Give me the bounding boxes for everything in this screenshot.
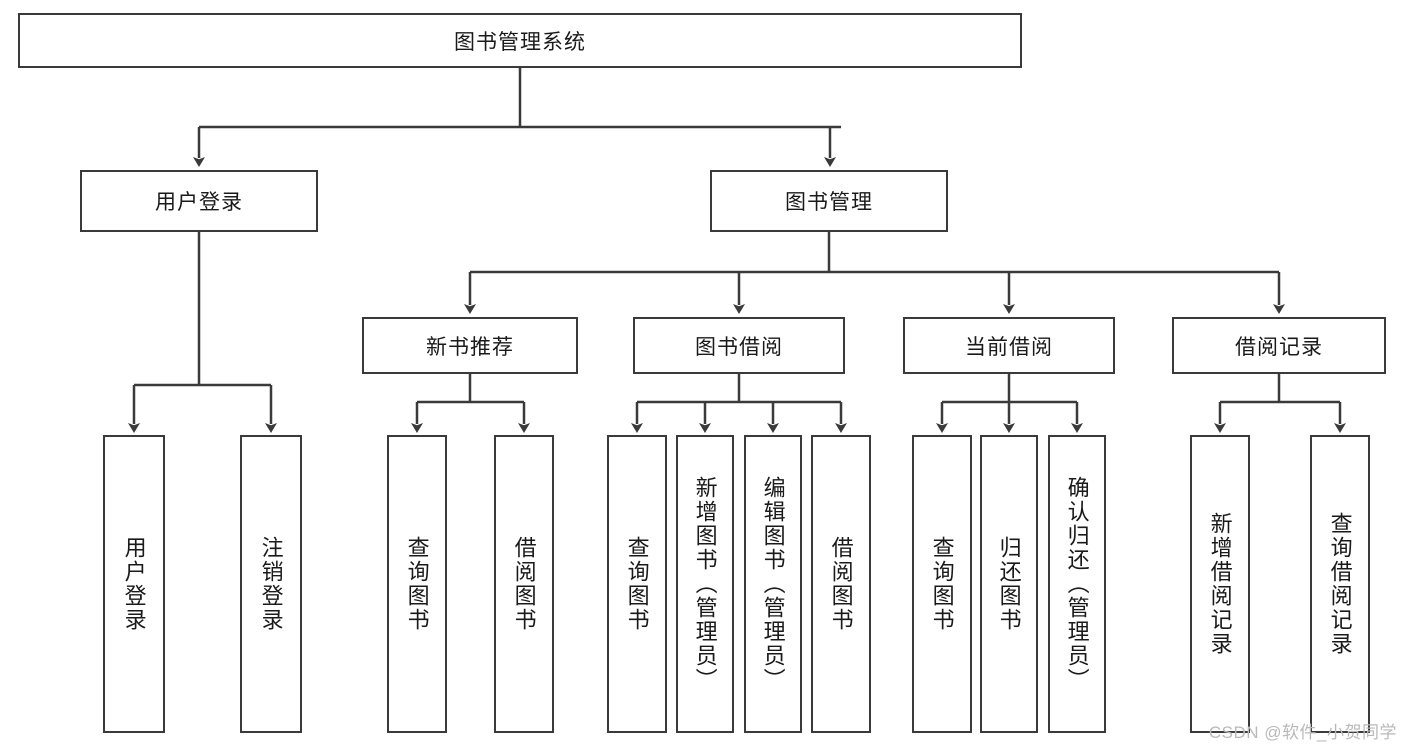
node-leaf-logout-label: 注销登录 xyxy=(258,536,284,632)
node-leaf-add-record-label: 新增借阅记录 xyxy=(1207,512,1233,656)
node-leaf-user-login-label: 用户登录 xyxy=(121,536,147,632)
node-new-book-rec[interactable]: 新书推荐 xyxy=(362,317,578,374)
node-current-borrow-label: 当前借阅 xyxy=(965,335,1053,359)
node-book-manage-label: 图书管理 xyxy=(785,191,873,214)
node-leaf-borrow-book-2[interactable]: 借阅图书 xyxy=(811,435,871,733)
node-user-login[interactable]: 用户登录 xyxy=(80,170,318,232)
node-leaf-add-record[interactable]: 新增借阅记录 xyxy=(1190,435,1250,733)
node-leaf-query-book-2-label: 查询图书 xyxy=(624,536,650,632)
node-leaf-confirm-return-label: 确认归还（管理员） xyxy=(1064,476,1090,692)
node-leaf-query-record[interactable]: 查询借阅记录 xyxy=(1310,435,1370,733)
watermark-text: CSDN @软件_小贺同学 xyxy=(1208,723,1397,742)
node-leaf-add-book-label: 新增图书（管理员） xyxy=(692,476,718,692)
node-leaf-query-record-label: 查询借阅记录 xyxy=(1327,512,1353,656)
node-leaf-query-book-1-label: 查询图书 xyxy=(404,536,430,632)
node-leaf-borrow-book-2-label: 借阅图书 xyxy=(828,536,854,632)
node-book-manage[interactable]: 图书管理 xyxy=(710,170,948,232)
node-root-label: 图书管理系统 xyxy=(454,30,586,54)
node-leaf-add-book[interactable]: 新增图书（管理员） xyxy=(676,435,734,733)
node-book-borrow[interactable]: 图书借阅 xyxy=(633,317,845,374)
node-leaf-return-book[interactable]: 归还图书 xyxy=(980,435,1038,733)
node-leaf-query-book-3-label: 查询图书 xyxy=(929,536,955,632)
node-leaf-logout[interactable]: 注销登录 xyxy=(240,435,302,733)
node-leaf-query-book-1[interactable]: 查询图书 xyxy=(387,435,447,733)
node-book-borrow-label: 图书借阅 xyxy=(695,335,783,359)
node-leaf-query-book-3[interactable]: 查询图书 xyxy=(912,435,972,733)
node-leaf-confirm-return[interactable]: 确认归还（管理员） xyxy=(1048,435,1106,733)
node-root[interactable]: 图书管理系统 xyxy=(18,13,1022,68)
node-new-book-rec-label: 新书推荐 xyxy=(426,335,514,359)
node-leaf-borrow-book-1-label: 借阅图书 xyxy=(511,536,537,632)
node-leaf-user-login[interactable]: 用户登录 xyxy=(103,435,165,733)
node-leaf-query-book-2[interactable]: 查询图书 xyxy=(607,435,667,733)
node-leaf-return-book-label: 归还图书 xyxy=(996,536,1022,632)
node-current-borrow[interactable]: 当前借阅 xyxy=(903,317,1115,374)
node-leaf-borrow-book-1[interactable]: 借阅图书 xyxy=(494,435,554,733)
node-borrow-record-label: 借阅记录 xyxy=(1235,335,1323,359)
node-leaf-edit-book[interactable]: 编辑图书（管理员） xyxy=(744,435,802,733)
node-user-login-label: 用户登录 xyxy=(155,191,243,214)
node-leaf-edit-book-label: 编辑图书（管理员） xyxy=(760,476,786,692)
node-borrow-record[interactable]: 借阅记录 xyxy=(1172,317,1386,374)
